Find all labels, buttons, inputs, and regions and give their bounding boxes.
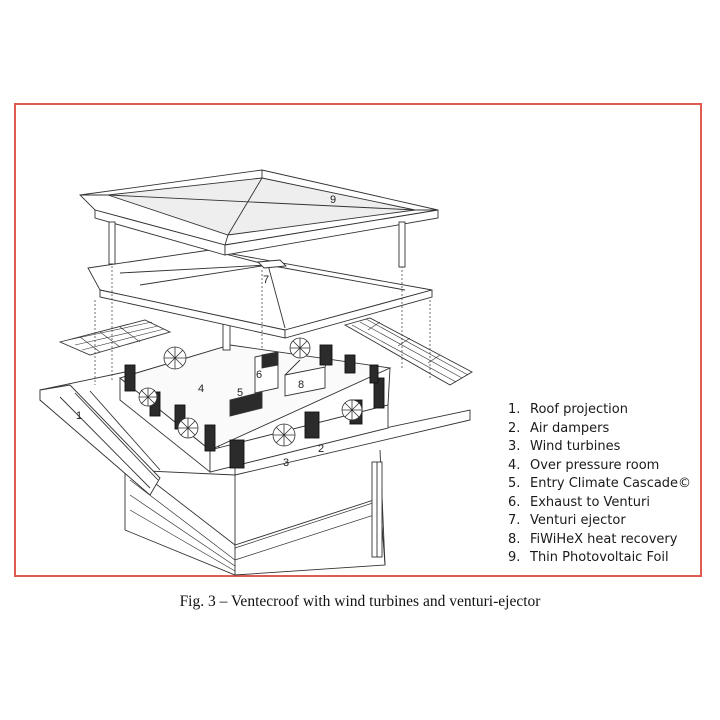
legend-item: 3.Wind turbines (508, 439, 621, 454)
wind-turbines (138, 337, 363, 447)
legend-item: 4.Over pressure room (508, 457, 660, 473)
legend-item: 5.Entry Climate Cascade© (508, 476, 692, 491)
figure-caption: Fig. 3 – Ventecroof with wind turbines a… (179, 593, 541, 610)
legend-item: 8.FiWiHeX heat recovery (508, 531, 678, 547)
pv-roof (79, 169, 439, 256)
legend-item: 6.Exhaust to Venturi (508, 494, 650, 510)
support-posts (108, 221, 406, 268)
legend-item: 9.Thin Photovoltaic Foil (508, 550, 669, 565)
callout-7: 7 (263, 274, 269, 286)
callout-9: 9 (330, 194, 336, 206)
venturi-roof (87, 249, 433, 339)
callout-3: 3 (283, 457, 289, 469)
callout-6: 6 (256, 369, 262, 381)
side-grilles (58, 317, 473, 386)
legend: 1.Roof projection 2.Air dampers 3.Wind t… (508, 401, 691, 568)
legend-item: 7.Venturi ejector (508, 513, 626, 528)
figure-frame (14, 103, 702, 577)
callout-2: 2 (318, 443, 324, 455)
legend-item: 2.Air dampers (508, 420, 610, 436)
legend-item: 1.Roof projection (508, 402, 628, 417)
callout-4: 4 (198, 383, 204, 395)
callout-8: 8 (298, 379, 304, 391)
callout-5: 5 (237, 387, 243, 399)
callout-numbers: 1 2 3 4 5 6 7 8 9 (76, 194, 336, 469)
callout-1: 1 (76, 410, 82, 422)
